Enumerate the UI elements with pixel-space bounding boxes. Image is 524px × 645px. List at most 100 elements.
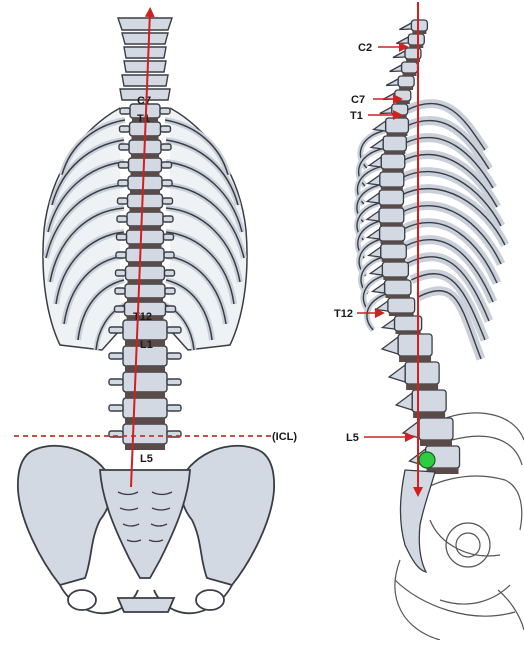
side-disc bbox=[381, 187, 403, 190]
side-spinous-process bbox=[369, 157, 381, 167]
side-vertebra bbox=[381, 244, 407, 259]
front-vertebra bbox=[126, 266, 165, 280]
front-transverse-process bbox=[166, 306, 176, 312]
front-vertebra bbox=[125, 284, 165, 298]
side-spinous-process bbox=[368, 175, 380, 185]
front-view: (ICL) C7 T1 T12 L1 L5 bbox=[14, 12, 297, 613]
side-spinous-process bbox=[367, 193, 379, 203]
side-vertebra bbox=[380, 172, 404, 187]
front-transverse-process bbox=[161, 126, 171, 132]
side-vertebra bbox=[388, 298, 415, 313]
side-disc bbox=[384, 151, 405, 154]
side-spinous-process bbox=[374, 121, 386, 131]
front-transverse-process bbox=[118, 198, 128, 204]
front-disc bbox=[128, 280, 163, 284]
side-label-t12: T12 bbox=[334, 308, 353, 320]
front-vertebra bbox=[123, 424, 167, 444]
side-vertebra bbox=[419, 418, 453, 440]
front-vertebra bbox=[123, 320, 167, 340]
front-label-t1: T1 bbox=[137, 113, 150, 125]
side-view: C2 C7 T1 T12 L5 bbox=[334, 2, 524, 640]
side-spinous-process bbox=[376, 301, 388, 311]
side-spinous-process bbox=[373, 283, 385, 293]
front-transverse-process bbox=[117, 234, 127, 240]
side-vertebra bbox=[379, 208, 404, 223]
side-disc bbox=[380, 223, 403, 226]
side-vertebra bbox=[381, 154, 405, 169]
side-label-c2: C2 bbox=[358, 42, 372, 54]
front-vertebra bbox=[127, 212, 163, 226]
side-spinous-process bbox=[396, 393, 412, 410]
side-disc bbox=[380, 205, 402, 208]
front-transverse-process bbox=[119, 162, 129, 168]
front-transverse-process bbox=[167, 379, 181, 385]
side-disc bbox=[406, 384, 438, 390]
side-disc bbox=[412, 31, 426, 34]
front-transverse-process bbox=[167, 353, 181, 359]
side-spinous-process bbox=[399, 23, 411, 30]
front-transverse-process bbox=[119, 144, 129, 150]
side-vertebra bbox=[380, 226, 405, 241]
front-transverse-process bbox=[160, 108, 170, 114]
front-transverse-process bbox=[162, 180, 172, 186]
side-spinous-process bbox=[371, 139, 383, 149]
side-vertebra bbox=[402, 62, 418, 73]
side-label-t1: T1 bbox=[350, 110, 363, 122]
side-spinous-process bbox=[382, 337, 398, 354]
front-label-l5: L5 bbox=[140, 453, 153, 465]
front-transverse-process bbox=[161, 144, 171, 150]
side-vertebra bbox=[398, 76, 414, 87]
front-transverse-process bbox=[115, 306, 125, 312]
front-disc bbox=[129, 244, 162, 248]
side-spinous-process bbox=[389, 365, 405, 382]
front-disc bbox=[131, 172, 160, 176]
front-transverse-process bbox=[120, 108, 130, 114]
icl-label: (ICL) bbox=[272, 431, 297, 443]
front-disc bbox=[129, 226, 161, 230]
side-vertebra bbox=[379, 190, 403, 205]
front-transverse-process bbox=[167, 405, 181, 411]
side-spinous-process bbox=[380, 107, 392, 114]
side-spinous-process bbox=[382, 319, 394, 329]
side-vertebra bbox=[411, 20, 427, 31]
side-spinous-process bbox=[396, 37, 408, 44]
side-disc bbox=[409, 45, 423, 48]
side-disc bbox=[389, 313, 414, 316]
side-disc bbox=[420, 440, 452, 446]
front-transverse-process bbox=[164, 252, 174, 258]
side-spinous-process bbox=[369, 247, 381, 257]
side-disc bbox=[395, 331, 420, 334]
front-transverse-process bbox=[162, 162, 172, 168]
front-transverse-process bbox=[109, 405, 123, 411]
front-label-c7: C7 bbox=[137, 95, 151, 107]
front-vertebra bbox=[123, 398, 167, 418]
front-disc bbox=[130, 190, 160, 194]
front-disc bbox=[125, 444, 165, 450]
side-label-l5-group: L5 bbox=[346, 432, 410, 444]
front-transverse-process bbox=[116, 270, 126, 276]
side-disc bbox=[381, 241, 404, 244]
side-vertebra bbox=[405, 362, 439, 384]
side-vertebra bbox=[398, 334, 432, 356]
side-disc bbox=[396, 101, 410, 104]
side-vertebra bbox=[383, 136, 406, 151]
side-disc bbox=[386, 295, 410, 298]
front-label-l1: L1 bbox=[140, 339, 153, 351]
front-vertebra bbox=[128, 194, 163, 208]
side-vertebra bbox=[392, 104, 408, 115]
front-transverse-process bbox=[163, 198, 173, 204]
side-disc bbox=[403, 73, 417, 76]
front-disc bbox=[127, 298, 163, 302]
side-disc bbox=[387, 133, 408, 136]
front-disc bbox=[125, 366, 165, 372]
front-vertebral-column bbox=[109, 18, 181, 450]
side-label-t12-group: T12 bbox=[334, 308, 380, 320]
side-label-l5: L5 bbox=[346, 432, 359, 444]
front-transverse-process bbox=[120, 126, 130, 132]
side-spinous-process bbox=[390, 65, 402, 72]
front-vertebra bbox=[123, 372, 167, 392]
side-spinous-process bbox=[403, 421, 419, 438]
side-vertebra bbox=[408, 34, 424, 45]
front-transverse-process bbox=[165, 288, 175, 294]
